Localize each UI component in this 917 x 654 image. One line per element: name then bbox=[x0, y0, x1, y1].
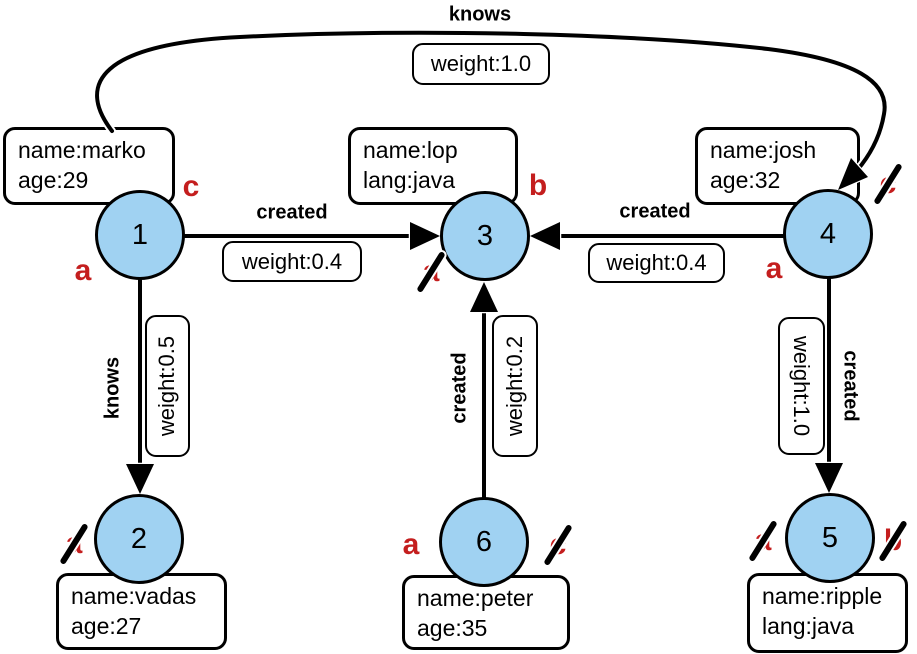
edge-label-knows-1-4: knows bbox=[448, 3, 512, 26]
step-label-c-vertex-4: c bbox=[868, 162, 908, 206]
weight-value: weight:1.0 bbox=[789, 335, 815, 437]
weight-value: weight:0.5 bbox=[154, 335, 180, 437]
step-label-a-vertex-1: a bbox=[63, 251, 103, 291]
weight-box-created-4-5: weight:1.0 bbox=[778, 317, 825, 455]
weight-box-created-4-3: weight:0.4 bbox=[588, 243, 725, 283]
vertex-6: 6 bbox=[439, 497, 529, 587]
arrowhead-created-4-3 bbox=[528, 220, 562, 252]
property-line: name:marko bbox=[18, 137, 146, 163]
weight-box-knows-1-4: weight:1.0 bbox=[412, 43, 550, 85]
edge-label-created-4-5: created bbox=[839, 350, 862, 422]
vertex-id: 1 bbox=[131, 218, 149, 251]
property-line: name:peter bbox=[417, 585, 534, 611]
step-label-c-vertex-6: c bbox=[538, 523, 578, 567]
edge-label-created-6-3: created bbox=[448, 352, 471, 424]
step-letter: a bbox=[74, 254, 92, 287]
property-line: name:vadas bbox=[71, 583, 197, 609]
step-letter: c bbox=[182, 170, 200, 203]
property-line: lang:java bbox=[762, 613, 855, 639]
property-line: name:ripple bbox=[762, 583, 883, 609]
property-line: age:29 bbox=[18, 167, 89, 193]
vertex-2: 2 bbox=[94, 494, 184, 584]
weight-value: weight:0.2 bbox=[502, 335, 528, 437]
weight-box-created-6-3: weight:0.2 bbox=[492, 315, 538, 457]
vertex-4: 4 bbox=[783, 189, 873, 279]
step-label-a-vertex-4: a bbox=[754, 249, 794, 289]
weight-value: weight:0.4 bbox=[241, 248, 343, 274]
step-label-a-vertex-5: a bbox=[743, 519, 783, 563]
arrowhead-created-4-5 bbox=[813, 461, 845, 495]
vertex-id: 4 bbox=[819, 217, 837, 250]
vertex-3: 3 bbox=[440, 191, 530, 281]
arrowhead-knows-1-2 bbox=[124, 462, 156, 496]
step-label-b-vertex-5: b bbox=[873, 519, 913, 563]
property-line: name:lop bbox=[363, 137, 458, 163]
property-box-peter: name:peter age:35 bbox=[402, 575, 570, 650]
vertex-id: 5 bbox=[821, 521, 839, 554]
vertex-id: 2 bbox=[130, 522, 148, 555]
step-label-a-vertex-2: a bbox=[54, 522, 94, 566]
property-box-ripple: name:ripple lang:java bbox=[747, 573, 908, 653]
step-label-b-vertex-3: b bbox=[518, 166, 558, 206]
weight-value: weight:0.4 bbox=[606, 250, 707, 275]
vertex-5: 5 bbox=[785, 493, 875, 583]
property-line: age:35 bbox=[417, 615, 488, 641]
step-letter: a bbox=[765, 252, 783, 285]
vertex-id: 6 bbox=[475, 525, 493, 558]
property-box-vadas: name:vadas age:27 bbox=[56, 573, 227, 650]
arrowhead-created-1-3 bbox=[408, 220, 442, 252]
property-line: age:27 bbox=[71, 613, 142, 639]
weight-box-created-1-3: weight:0.4 bbox=[222, 241, 362, 282]
weight-box-knows-1-2: weight:0.5 bbox=[145, 315, 190, 457]
step-letter: a bbox=[402, 528, 420, 561]
step-label-c-vertex-1: c bbox=[171, 167, 211, 207]
vertex-id: 3 bbox=[476, 219, 494, 252]
edge-label-knows-1-2: knows bbox=[101, 356, 124, 420]
step-letter: b bbox=[528, 169, 548, 202]
step-label-a-vertex-3: a bbox=[411, 250, 451, 294]
step-label-a-vertex-6: a bbox=[391, 525, 431, 565]
property-line: name:josh bbox=[710, 137, 817, 163]
weight-value: weight:1.0 bbox=[430, 51, 532, 76]
arrowhead-created-6-3 bbox=[468, 280, 500, 314]
edge-label-created-4-3: created bbox=[619, 200, 691, 223]
edge-label-created-1-3: created bbox=[256, 201, 328, 224]
